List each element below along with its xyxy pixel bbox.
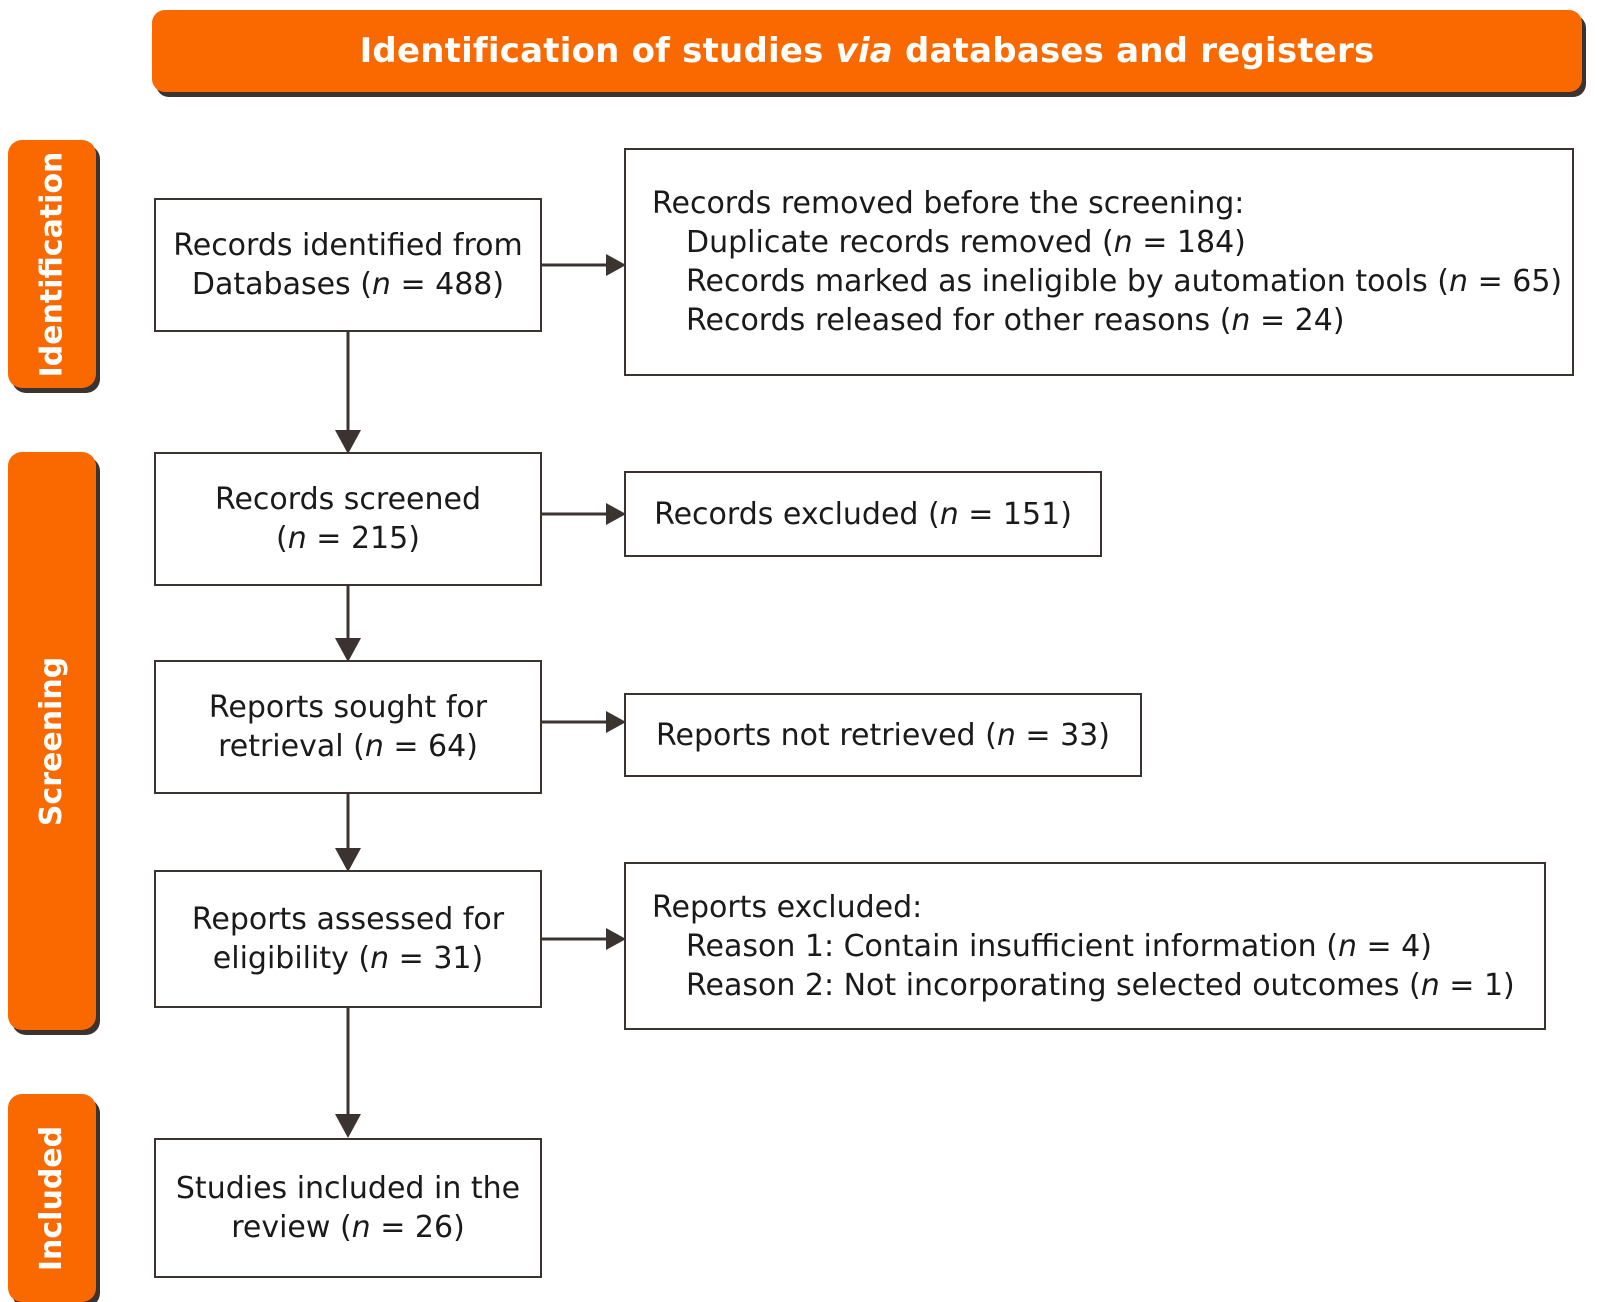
- arrow-sought-to-notretrieved: [542, 711, 626, 733]
- n-symbol: n: [364, 729, 384, 764]
- box-line: Reason 1: Contain insufficient informati…: [626, 927, 1432, 966]
- box-line: Studies included in the: [175, 1171, 521, 1206]
- stage-bar-screening: Screening: [8, 452, 96, 1030]
- n-symbol: n: [996, 717, 1016, 753]
- stage-label-identification: Identification: [34, 151, 70, 377]
- box-line: Records screened: [214, 482, 482, 517]
- line-text: Records released for other reasons (: [686, 303, 1232, 338]
- line-count: = 65): [1468, 264, 1563, 299]
- line-count: = 31): [389, 941, 484, 976]
- box-line: Records excluded (n = 151): [654, 495, 1072, 534]
- title-text-after: databases and registers: [892, 31, 1375, 71]
- n-symbol: n: [371, 267, 391, 302]
- n-symbol: n: [939, 496, 959, 532]
- stage-bar-identification: Identification: [8, 140, 96, 388]
- box-line: Records identified from: [173, 228, 523, 263]
- arrow-screened-to-excluded: [542, 503, 626, 525]
- line-text: review (: [231, 1210, 352, 1245]
- box-line: Records removed before the screening:: [652, 186, 1245, 221]
- arrow-screened-to-sought: [335, 586, 361, 662]
- arrow-identified-to-screened: [335, 332, 361, 454]
- box-line: Reports assessed for: [191, 902, 505, 937]
- box-line: Records marked as ineligible by automati…: [626, 262, 1562, 301]
- n-symbol: n: [351, 1210, 371, 1245]
- node-records-excluded: Records excluded (n = 151): [624, 471, 1102, 557]
- arrow-sought-to-assessed: [335, 794, 361, 872]
- line-count: = 215): [306, 521, 420, 556]
- n-symbol: n: [370, 941, 390, 976]
- page-title: Identification of studies via databases …: [360, 31, 1375, 71]
- stage-label-screening: Screening: [34, 656, 70, 826]
- line-text: (: [276, 521, 288, 556]
- box-line: retrieval (n = 64): [218, 727, 478, 766]
- node-reports-not-retrieved: Reports not retrieved (n = 33): [624, 693, 1142, 777]
- n-symbol: n: [1449, 264, 1469, 299]
- box-line: Records released for other reasons (n = …: [626, 301, 1345, 340]
- title-text-before: Identification of studies: [359, 31, 836, 71]
- box-line: review (n = 26): [231, 1208, 465, 1247]
- node-records-screened: Records screened(n = 215): [154, 452, 542, 586]
- stage-label-included: Included: [34, 1125, 70, 1271]
- line-count: = 151): [958, 496, 1072, 532]
- title-text-emphasis: via: [835, 31, 893, 71]
- line-text: eligibility (: [212, 941, 371, 976]
- line-count: = 64): [383, 729, 478, 764]
- box-line: Reports sought for: [208, 690, 488, 725]
- line-text: Reason 1: Contain insufficient informati…: [686, 928, 1338, 964]
- line-text: Reports not retrieved (: [656, 717, 997, 753]
- node-reports-excluded: Reports excluded:Reason 1: Contain insuf…: [624, 862, 1546, 1030]
- line-count: = 4): [1356, 928, 1432, 964]
- arrow-identified-to-removed: [542, 254, 626, 276]
- node-records-removed: Records removed before the screening:Dup…: [624, 148, 1574, 376]
- line-text: Records excluded (: [654, 496, 940, 532]
- box-line: (n = 215): [276, 519, 420, 558]
- n-symbol: n: [1420, 967, 1440, 1003]
- n-symbol: n: [287, 521, 307, 556]
- line-count: = 1): [1439, 967, 1515, 1003]
- line-count: = 26): [370, 1210, 465, 1245]
- line-text: Reason 2: Not incorporating selected out…: [686, 967, 1421, 1003]
- line-text: Records marked as ineligible by automati…: [686, 264, 1450, 299]
- box-line: Databases (n = 488): [192, 265, 504, 304]
- line-text: Databases (: [191, 267, 372, 302]
- arrow-assessed-to-included: [335, 1008, 361, 1138]
- stage-bar-included: Included: [8, 1094, 96, 1302]
- box-line: Reason 2: Not incorporating selected out…: [626, 966, 1515, 1005]
- line-count: = 184): [1132, 225, 1246, 260]
- line-text: retrieval (: [218, 729, 365, 764]
- box-line: Reports not retrieved (n = 33): [656, 716, 1110, 755]
- n-symbol: n: [1231, 303, 1251, 338]
- n-symbol: n: [1337, 928, 1357, 964]
- diagram-header-banner: Identification of studies via databases …: [152, 10, 1582, 92]
- box-line: Duplicate records removed (n = 184): [626, 223, 1246, 262]
- box-line: eligibility (n = 31): [213, 939, 483, 978]
- arrow-assessed-to-reportsexcluded: [542, 928, 626, 950]
- line-count: = 488): [390, 267, 505, 302]
- line-text: Duplicate records removed (: [686, 225, 1114, 260]
- line-count: = 33): [1015, 717, 1110, 753]
- box-line: Reports excluded:: [652, 889, 923, 925]
- line-count: = 24): [1250, 303, 1345, 338]
- n-symbol: n: [1113, 225, 1133, 260]
